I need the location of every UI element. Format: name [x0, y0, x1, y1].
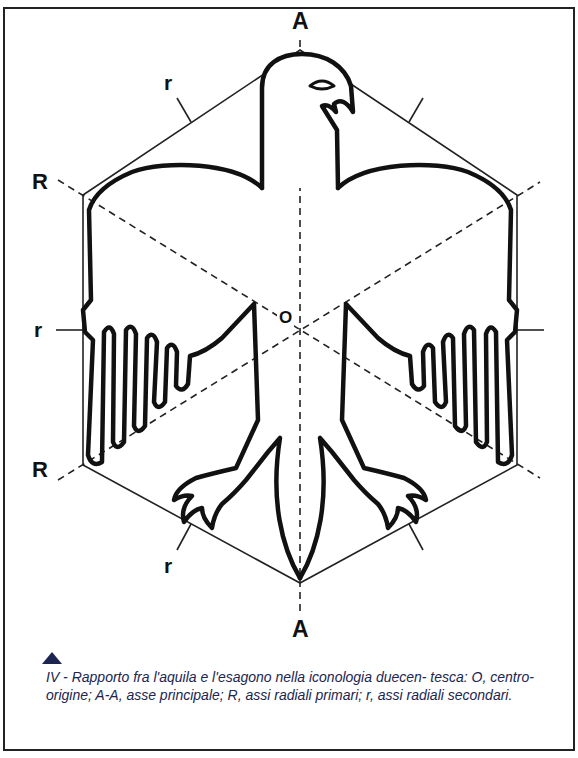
axis-label: R	[30, 458, 50, 482]
eagle	[83, 54, 517, 578]
axes	[58, 40, 540, 612]
axis-label: R	[30, 170, 50, 194]
axis-label: A	[290, 617, 311, 642]
axis-label: A	[290, 9, 311, 34]
axis-label: r	[162, 71, 174, 94]
axis-label: r	[162, 554, 174, 577]
caption-marker	[42, 652, 62, 664]
caption: IV - Rapporto fra l'aquila e l'esagono n…	[46, 668, 558, 704]
origin-label: O	[277, 309, 294, 328]
frame	[4, 8, 574, 750]
hexagon	[83, 50, 517, 583]
axis-label: r	[32, 318, 44, 341]
